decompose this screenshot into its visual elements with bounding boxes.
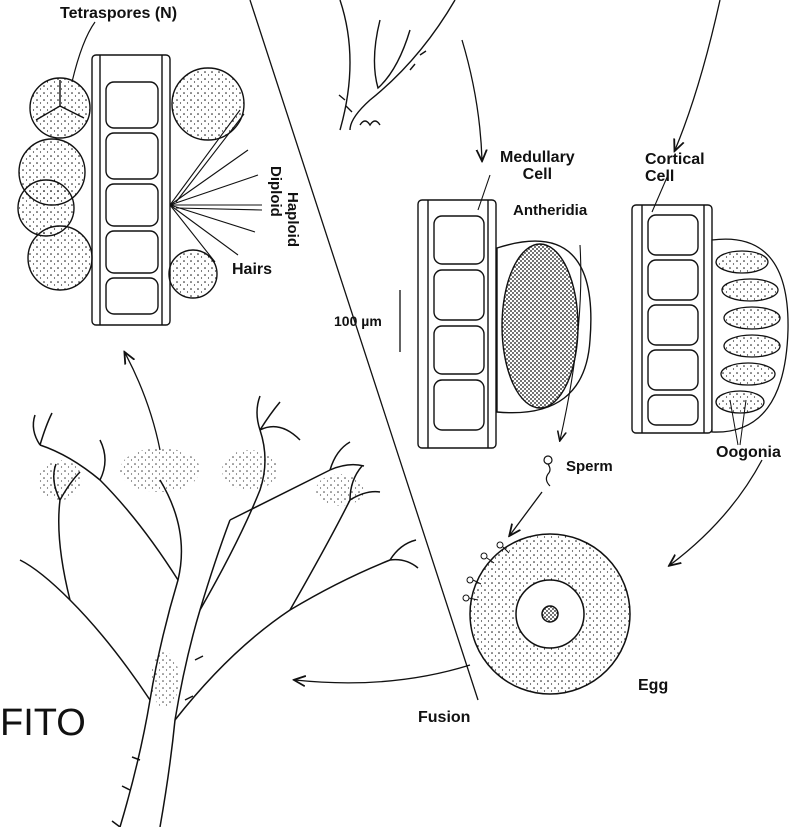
hairs-label: Hairs: [232, 262, 272, 279]
egg-label: Egg: [638, 678, 668, 695]
tetraspores-label: Tetraspores (N): [60, 6, 177, 23]
tetrasporophyte-filament: [92, 55, 170, 325]
antheridia-label: Antheridia: [513, 203, 587, 219]
fito-label: FITO: [0, 702, 86, 745]
haploid-label: Haploid: [284, 192, 300, 247]
thallus-stippling: [38, 448, 364, 708]
gametophyte-branch-fragment: [339, 0, 455, 130]
tetrasporangia: [18, 68, 244, 298]
sperm-cell: [544, 456, 552, 486]
egg-cell: [470, 534, 630, 694]
sperm-label: Sperm: [566, 459, 613, 475]
male-filament: [418, 200, 496, 448]
medullary-cell-label: Medullary Cell: [500, 150, 575, 184]
oogonia-cluster: [712, 239, 788, 432]
fusion-label: Fusion: [418, 710, 470, 727]
tetrasporophyte-thallus: [20, 396, 418, 827]
female-filament: [632, 205, 712, 433]
cortical-cell-label: Cortical Cell: [645, 152, 705, 186]
diploid-label: Diploid: [267, 166, 283, 217]
antheridial-cluster: [497, 241, 591, 413]
scale-label: 100 µm: [334, 314, 382, 329]
oogonia-label: Oogonia: [716, 445, 781, 462]
